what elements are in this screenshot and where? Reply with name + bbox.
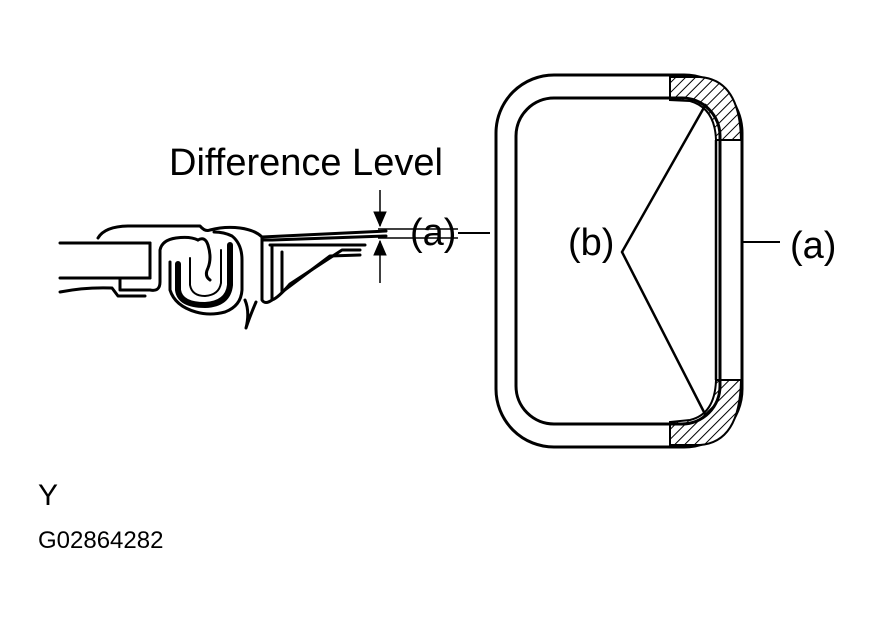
hatched-region-top <box>669 76 743 141</box>
label-a-right: (a) <box>790 225 836 267</box>
leader-lines-b <box>620 103 708 417</box>
label-a-left: (a) <box>410 212 456 254</box>
difference-level-label: Difference Level <box>169 142 443 184</box>
weatherstrip-cross-section <box>58 224 388 330</box>
label-b: (b) <box>568 222 614 264</box>
view-letter: Y <box>38 479 58 512</box>
figure-id: G02864282 <box>38 527 163 554</box>
difference-level-indicator <box>373 190 458 283</box>
door-opening-outline <box>494 73 744 449</box>
